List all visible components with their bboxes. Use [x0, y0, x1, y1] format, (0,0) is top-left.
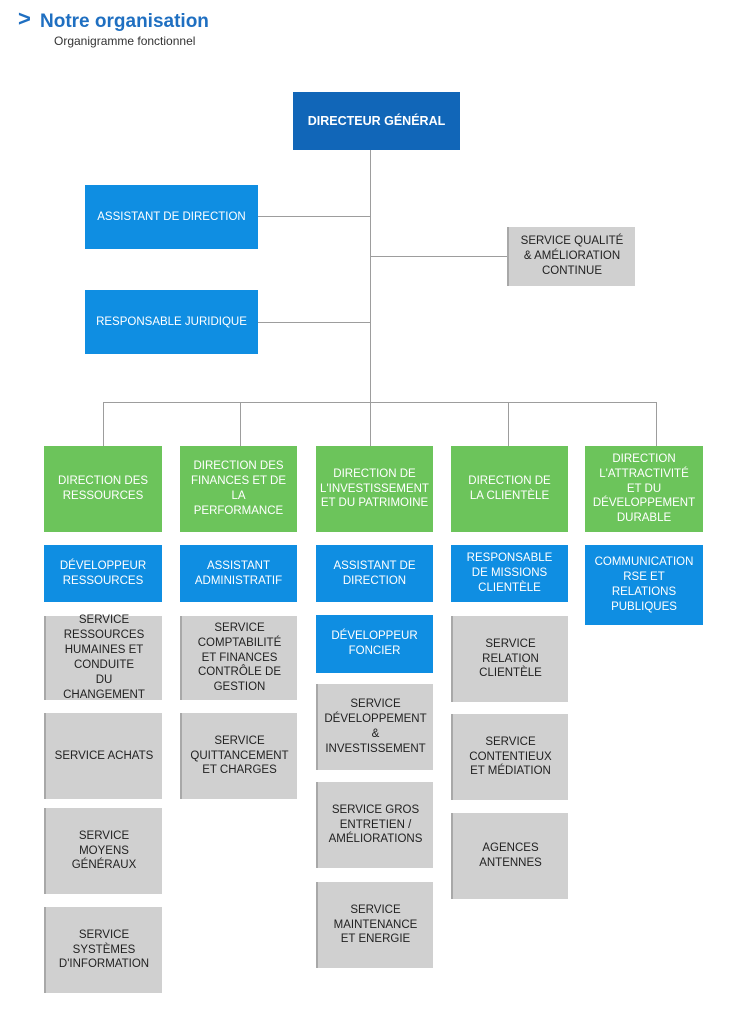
box-assistant-direction-invest: ASSISTANT DE DIRECTION [316, 545, 433, 602]
box-service-relation-clientele: SERVICE RELATION CLIENTÈLE [451, 616, 568, 702]
box-direction-attractivite: DIRECTION L'ATTRACTIVITÉ ET DU DÉVELOPPE… [585, 446, 703, 532]
box-assistant-administratif: ASSISTANT ADMINISTRATIF [180, 545, 297, 602]
box-direction-clientele: DIRECTION DE LA CLIENTÈLE [451, 446, 568, 532]
box-direction-investissement: DIRECTION DE L'INVESTISSEMENT ET DU PATR… [316, 446, 433, 532]
connector-col-5 [656, 402, 657, 446]
box-service-achats: SERVICE ACHATS [44, 713, 162, 799]
header-arrow-icon: > [18, 6, 31, 31]
box-service-comptabilite: SERVICE COMPTABILITÉ ET FINANCES CONTRÔL… [180, 616, 297, 700]
box-service-systemes-information: SERVICE SYSTÈMES D'INFORMATION [44, 907, 162, 993]
connector-col-3 [370, 402, 371, 446]
connector-legal [258, 322, 370, 323]
connector-col-2 [240, 402, 241, 446]
box-direction-ressources: DIRECTION DES RESSOURCES [44, 446, 162, 532]
box-service-rh: SERVICE RESSOURCES HUMAINES ET CONDUITE … [44, 614, 162, 701]
connector-col-1 [103, 402, 104, 446]
box-service-quittancement: SERVICE QUITTANCEMENT ET CHARGES [180, 713, 297, 799]
box-service-contentieux: SERVICE CONTENTIEUX ET MÉDIATION [451, 714, 568, 800]
page-title: Notre organisation [40, 11, 209, 32]
box-developpeur-ressources: DÉVELOPPEUR RESSOURCES [44, 545, 162, 602]
box-assistant-direction: ASSISTANT DE DIRECTION [85, 185, 258, 249]
connector-assistant [258, 216, 370, 217]
box-service-moyens-generaux: SERVICE MOYENS GÉNÉRAUX [44, 808, 162, 894]
box-communication-rse: COMMUNICATION RSE ET RELATIONS PUBLIQUES [585, 545, 703, 625]
box-direction-finances: DIRECTION DES FINANCES ET DE LA PERFORMA… [180, 446, 297, 532]
box-agences-antennes: AGENCES ANTENNES [451, 813, 568, 899]
box-service-developpement: SERVICE DÉVELOPPEMENT & INVESTISSEMENT [316, 684, 433, 770]
box-directeur-general: DIRECTEUR GÉNÉRAL [293, 92, 460, 150]
box-responsable-juridique: RESPONSABLE JURIDIQUE [85, 290, 258, 354]
connector-horizontal-bus [103, 402, 657, 403]
box-responsable-missions: RESPONSABLE DE MISSIONS CLIENTÈLE [451, 545, 568, 602]
connector-col-4 [508, 402, 509, 446]
box-developpeur-foncier: DÉVELOPPEUR FONCIER [316, 615, 433, 673]
box-service-maintenance: SERVICE MAINTENANCE ET ENERGIE [316, 882, 433, 968]
box-service-qualite: SERVICE QUALITÉ & AMÉLIORATION CONTINUE [507, 227, 635, 286]
box-service-gros-entretien: SERVICE GROS ENTRETIEN / AMÉLIORATIONS [316, 782, 433, 868]
page-subtitle: Organigramme fonctionnel [54, 34, 196, 48]
connector-quality [370, 256, 507, 257]
connector-main-vertical [370, 150, 371, 402]
